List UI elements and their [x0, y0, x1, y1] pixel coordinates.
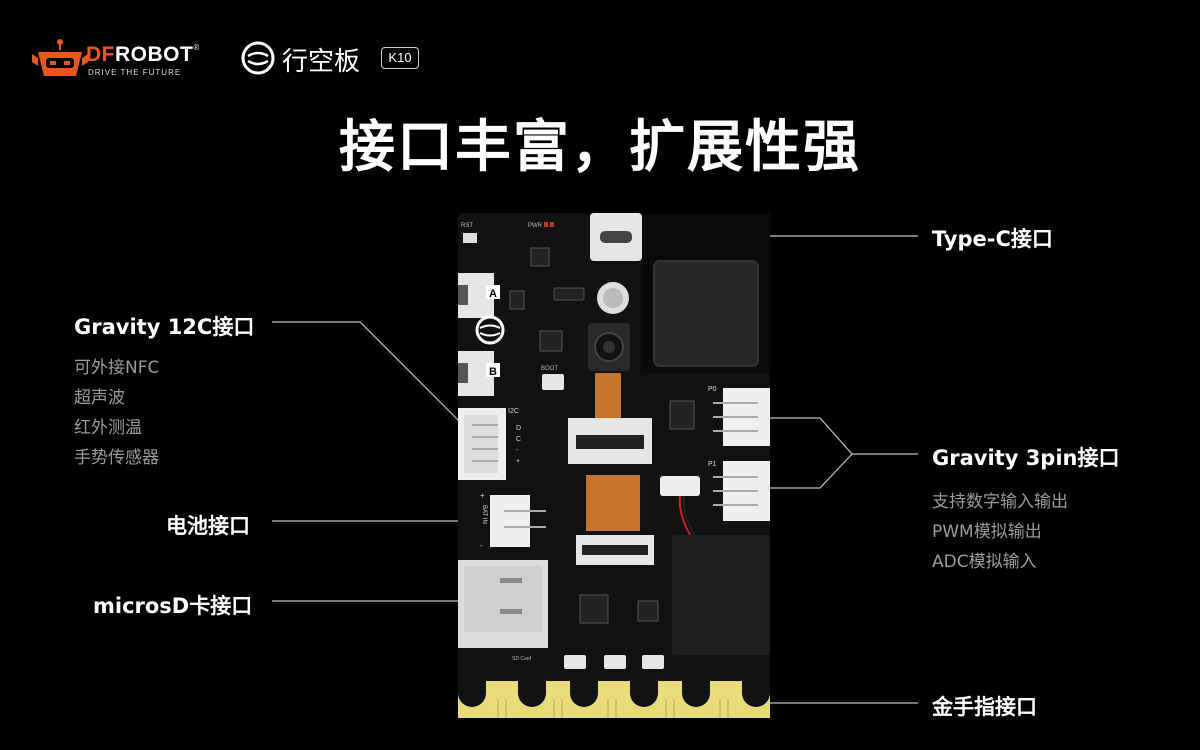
- k10-board: RST PWR A B BOOT I2C D C - + P0: [458, 213, 770, 718]
- edge-button: [604, 655, 626, 669]
- chip: [539, 330, 563, 352]
- feature-item: PWM模拟输出: [932, 522, 1042, 542]
- speaker-connector: [660, 476, 700, 496]
- esp32-module: [653, 260, 759, 367]
- chip: [579, 594, 609, 624]
- feature-item: ADC模拟输入: [932, 552, 1037, 572]
- edge-button: [564, 655, 586, 669]
- bat-plus: +: [480, 491, 485, 500]
- chip: [669, 400, 695, 430]
- i2c-label: I2C: [508, 408, 519, 415]
- gold-finger-edge: [458, 681, 770, 718]
- edge-button: [642, 655, 664, 669]
- p1-label: P1: [708, 461, 717, 468]
- feature-item: 手势传感器: [74, 448, 159, 468]
- bat-minus: -: [480, 541, 483, 550]
- chip: [530, 247, 550, 267]
- product-name: 行空板: [282, 47, 361, 77]
- chip: [509, 290, 525, 310]
- chip: [637, 600, 659, 622]
- pin-minus: -: [516, 447, 519, 454]
- bat-in-label: BAT IN: [481, 505, 487, 524]
- board-logo-icon: [475, 315, 505, 345]
- label-gravity-i2c: Gravity 12C接口: [74, 315, 255, 339]
- gravity-3pin-features: 支持数字输入输出 PWM模拟输出 ADC模拟输入: [932, 487, 1068, 577]
- k10-logo-icon: [241, 41, 275, 75]
- dfrobot-tagline: DRIVE THE FUTURE: [88, 68, 182, 77]
- feature-item: 支持数字输入输出: [932, 492, 1068, 512]
- label-battery: 电池接口: [166, 514, 250, 538]
- dfrobot-wordmark: DFROBOT®: [86, 43, 200, 66]
- label-gold-finger: 金手指接口: [932, 695, 1037, 719]
- rst-label: RST: [461, 223, 473, 229]
- label-microsd: microsD卡接口: [93, 594, 253, 618]
- feature-item: 可外接NFC: [74, 358, 160, 378]
- battery-connector: [490, 495, 530, 547]
- leader-i2c: [272, 321, 461, 423]
- speaker-block: [672, 535, 770, 655]
- button-b-label: B: [489, 366, 497, 378]
- pin-c: C: [516, 436, 521, 443]
- feature-item: 超声波: [74, 388, 125, 408]
- dfrobot-robot-logo-icon: [32, 39, 88, 76]
- pwr-label: PWR: [528, 223, 543, 229]
- label-typec: Type-C接口: [932, 227, 1053, 251]
- p0-label: P0: [708, 386, 717, 393]
- gravity-i2c-features: 可外接NFC 超声波 红外测温 手势传感器: [74, 353, 159, 473]
- camera-flex-cable: [595, 373, 621, 423]
- feature-item: 红外测温: [74, 418, 142, 438]
- button-a-label: A: [489, 288, 497, 300]
- chip: [553, 287, 585, 301]
- sd-card-label: SD Card: [512, 656, 531, 662]
- boot-button: [542, 374, 564, 390]
- leader-3pin-top: [735, 417, 918, 455]
- product-badge: K10: [381, 47, 419, 69]
- pin-plus: +: [516, 458, 520, 465]
- page-title: 接口丰富，扩展性强: [339, 115, 861, 180]
- boot-label: BOOT: [541, 366, 558, 372]
- label-gravity-3pin: Gravity 3pin接口: [932, 446, 1120, 470]
- pin-d: D: [516, 425, 521, 432]
- display-flex-cable: [586, 475, 640, 531]
